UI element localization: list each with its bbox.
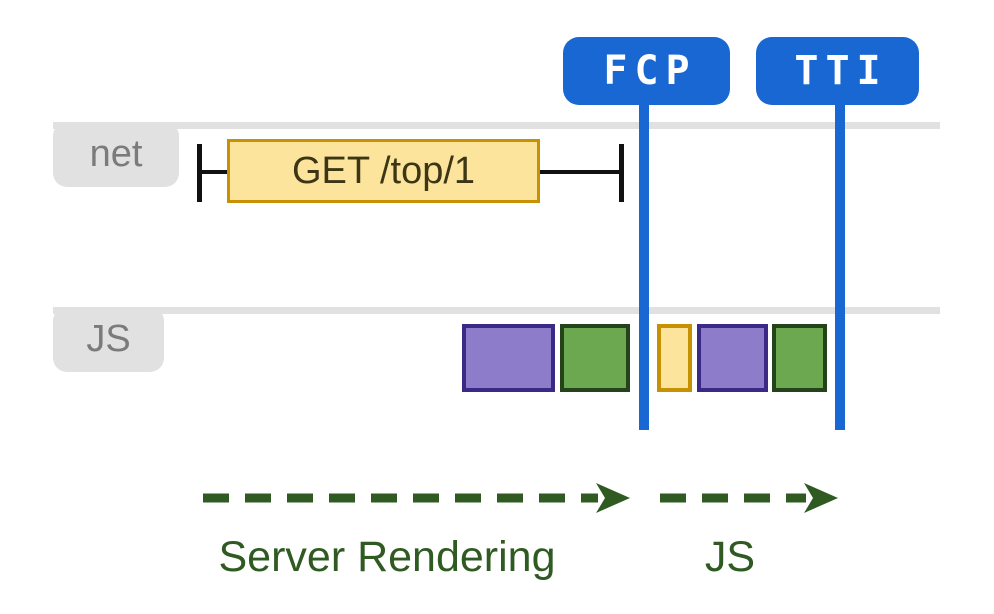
js-task-block-purple: [697, 324, 768, 392]
net-track-line: [53, 122, 940, 129]
net-track-label: net: [53, 122, 179, 187]
js-task-block-yellow: [657, 324, 692, 392]
tti-marker-line: [835, 100, 845, 430]
js-phase-label: JS: [704, 533, 756, 581]
tti-badge-label: TTI: [794, 48, 888, 94]
js-track-label: JS: [53, 307, 164, 372]
js-task-block-green: [560, 324, 630, 392]
network-request-label: GET /top/1: [291, 149, 476, 192]
fcp-badge-label: FCP: [603, 48, 697, 94]
js-track-line: [53, 307, 940, 314]
fcp-marker-line: [639, 100, 649, 430]
request-start-whisker: [197, 144, 202, 202]
js-task-block-green: [772, 324, 827, 392]
net-track-label-text: net: [89, 133, 143, 175]
network-request-box: GET /top/1: [227, 139, 540, 203]
fcp-badge: FCP: [563, 37, 730, 105]
js-track-label-text: JS: [86, 318, 131, 360]
request-end-whisker: [619, 144, 624, 202]
tti-badge: TTI: [756, 37, 919, 105]
server-rendering-phase-label: Server Rendering: [218, 533, 556, 581]
js-task-block-purple: [462, 324, 555, 392]
